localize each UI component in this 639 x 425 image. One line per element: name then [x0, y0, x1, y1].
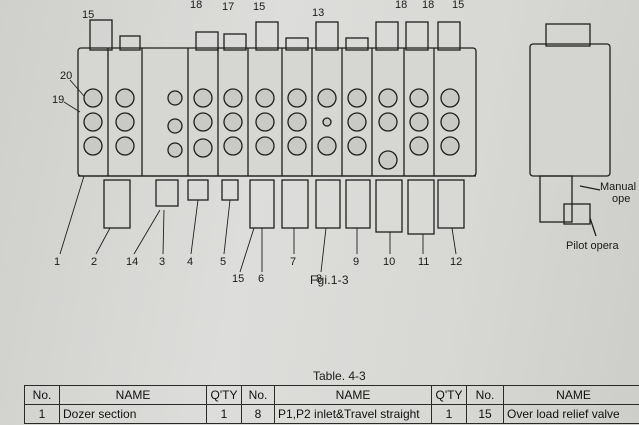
spool-cap	[223, 33, 247, 51]
col-header-no: No.	[24, 385, 60, 405]
cell-no: 8	[241, 404, 275, 424]
control-valve-diagram	[59, 19, 611, 273]
callout-top: 17	[222, 1, 235, 13]
col-header-name: NAME	[274, 385, 432, 405]
table-row: 1 Dozer section 1 8 P1,P2 inlet&Travel s…	[24, 404, 639, 424]
leader-lines	[59, 79, 457, 273]
table-title: Table. 4-3	[313, 369, 366, 383]
side-view-cap	[545, 23, 591, 47]
side-label-manual: Manual	[600, 181, 637, 193]
callout-bottom: 2	[91, 256, 98, 268]
spool-cap	[255, 21, 279, 51]
callout-top: 13	[312, 7, 325, 19]
actuator-housing	[375, 179, 403, 233]
col-header-name: NAME	[503, 385, 639, 405]
cell-name: Dozer section	[59, 404, 207, 424]
col-header-no: No.	[466, 385, 504, 405]
actuator-housing	[407, 179, 435, 235]
actuator-housing	[315, 179, 341, 229]
cell-qty: 1	[431, 404, 467, 424]
cell-name: Over load relief valve	[503, 404, 639, 424]
actuator-housing	[221, 179, 239, 201]
spool-cap	[437, 21, 461, 51]
col-header-no: No.	[241, 385, 275, 405]
side-label-ope: ope	[612, 193, 631, 205]
cell-no: 15	[466, 404, 504, 424]
spool-cap	[119, 35, 141, 51]
callout-top: 18	[395, 0, 408, 11]
side-view-body	[529, 43, 611, 177]
callout-bottom: 10	[383, 256, 396, 268]
callout-bottom: 12	[450, 256, 463, 268]
spool-cap	[285, 37, 309, 51]
actuator-housing	[155, 179, 179, 207]
actuator-housing	[281, 179, 309, 229]
spool-cap	[315, 21, 339, 51]
side-view-lever	[539, 175, 573, 223]
cell-qty: 1	[206, 404, 242, 424]
callout-top: 15	[452, 0, 465, 11]
callout-bottom: 7	[290, 256, 297, 268]
spool-cap	[345, 37, 369, 51]
callout-bottom: 5	[220, 256, 227, 268]
callout-bottom: 14	[126, 256, 139, 268]
callout-bottom: 6	[258, 273, 265, 285]
parts-table: No. NAME Q'TY No. NAME Q'TY No. NAME 1 D…	[24, 385, 639, 424]
actuator-housing	[187, 179, 209, 201]
spool-cap	[89, 19, 113, 51]
spool-cap	[405, 21, 429, 51]
col-header-qty: Q'TY	[206, 385, 242, 405]
callout-bottom: 4	[187, 256, 194, 268]
col-header-qty: Q'TY	[431, 385, 467, 405]
callout-bottom: 15	[232, 273, 245, 285]
figure-caption: Fgi.1-3	[310, 273, 349, 287]
table-header-row: No. NAME Q'TY No. NAME Q'TY No. NAME	[24, 385, 639, 405]
cell-name: P1,P2 inlet&Travel straight	[274, 404, 432, 424]
side-view-pilot	[563, 203, 591, 225]
port-circles	[83, 88, 460, 170]
valve-block-body	[77, 47, 477, 177]
callout-bottom: 8	[316, 273, 323, 285]
spool-cap	[375, 21, 399, 51]
actuator-housing	[249, 179, 275, 229]
spool-cap	[195, 31, 219, 51]
actuator-housing	[345, 179, 371, 229]
callout-bottom: 11	[418, 256, 430, 268]
actuator-housing	[103, 179, 131, 229]
callout-top: 18	[422, 0, 435, 11]
callout-left: 19	[52, 94, 65, 106]
callout-top: 18	[190, 0, 203, 11]
callout-left: 20	[60, 70, 73, 82]
callout-top: 15	[253, 1, 266, 13]
callout-bottom: 9	[353, 256, 360, 268]
side-label-pilot: Pilot opera	[566, 240, 619, 252]
col-header-name: NAME	[59, 385, 207, 405]
callout-bottom: 3	[159, 256, 166, 268]
callout-top: 15	[82, 9, 95, 21]
actuator-housing	[437, 179, 465, 229]
cell-no: 1	[24, 404, 60, 424]
callout-bottom: 1	[54, 256, 61, 268]
